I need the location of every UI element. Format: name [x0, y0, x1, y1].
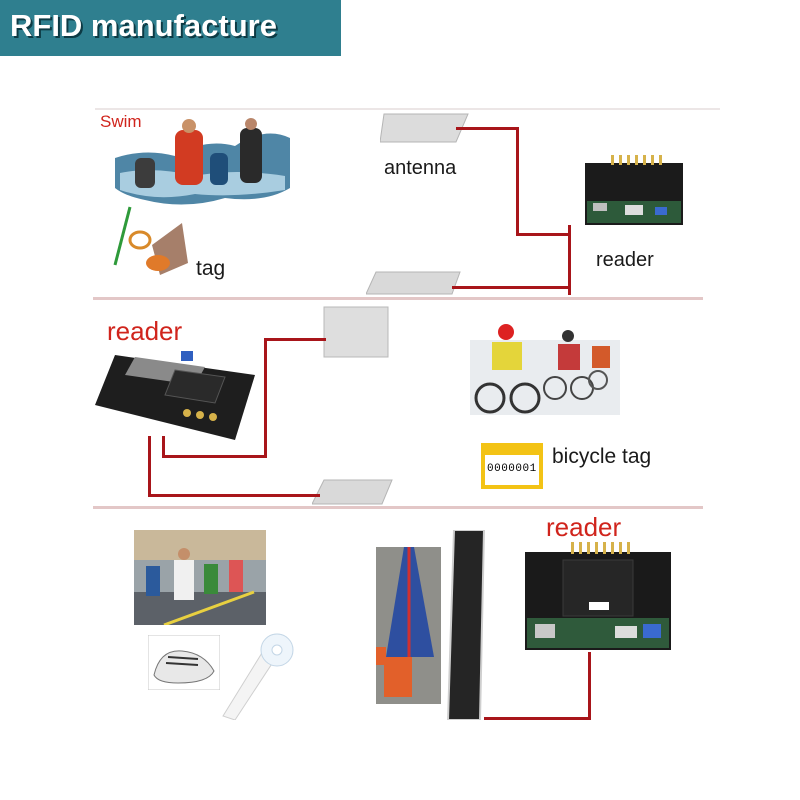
- wire-s3-a: [588, 652, 591, 720]
- bicycle-tag-image: [481, 443, 543, 489]
- antenna-panel-top: [380, 113, 469, 143]
- reader-label-bottom: reader: [546, 512, 622, 542]
- top-divider: [95, 108, 720, 110]
- wire-s2-f: [148, 494, 320, 497]
- title-banner: [0, 0, 341, 56]
- track-mat-photo: [376, 547, 441, 704]
- reader-board-top: [585, 155, 683, 225]
- wire-s1-b: [516, 127, 519, 235]
- antenna-panel-bottom: [366, 271, 461, 295]
- reader-label-top: reader: [596, 249, 654, 271]
- wire-s1-c: [516, 233, 570, 236]
- swim-photo: [115, 118, 290, 205]
- section-divider-1: [93, 297, 703, 300]
- antenna-label: antenna: [384, 157, 457, 179]
- wire-s2-a: [264, 338, 326, 341]
- swim-label: Swim: [100, 112, 142, 131]
- mat-antenna: [446, 530, 486, 720]
- shoe-tag-photo: [148, 635, 220, 690]
- tag-label: tag: [196, 257, 226, 280]
- wire-s2-b: [264, 338, 267, 458]
- marathon-photo: [134, 530, 266, 625]
- wrist-tag-photo: [113, 206, 188, 275]
- bicycle-tag-label: bicycle tag: [552, 445, 652, 468]
- bicycle-race-photo: [470, 324, 620, 415]
- antenna-panel-middle-bottom: [312, 479, 393, 505]
- section-divider-2: [93, 506, 703, 509]
- wire-s2-d: [162, 436, 165, 458]
- reader-label-middle: reader: [107, 316, 183, 346]
- wire-s1-a: [456, 127, 518, 130]
- tag-roll-photo: [222, 633, 294, 720]
- banner-title: RFID manufacture: [10, 8, 277, 43]
- antenna-panel-middle-top: [323, 306, 389, 358]
- wire-s1-d: [568, 225, 571, 295]
- bicycle-tag-number: 0000001: [487, 463, 537, 475]
- reader-board-bottom: [525, 542, 671, 650]
- wire-s3-b: [484, 717, 591, 720]
- reader-board-middle: [95, 351, 255, 440]
- wire-s2-e: [148, 436, 151, 496]
- wire-s2-c: [162, 455, 267, 458]
- wire-s1-e: [452, 286, 570, 289]
